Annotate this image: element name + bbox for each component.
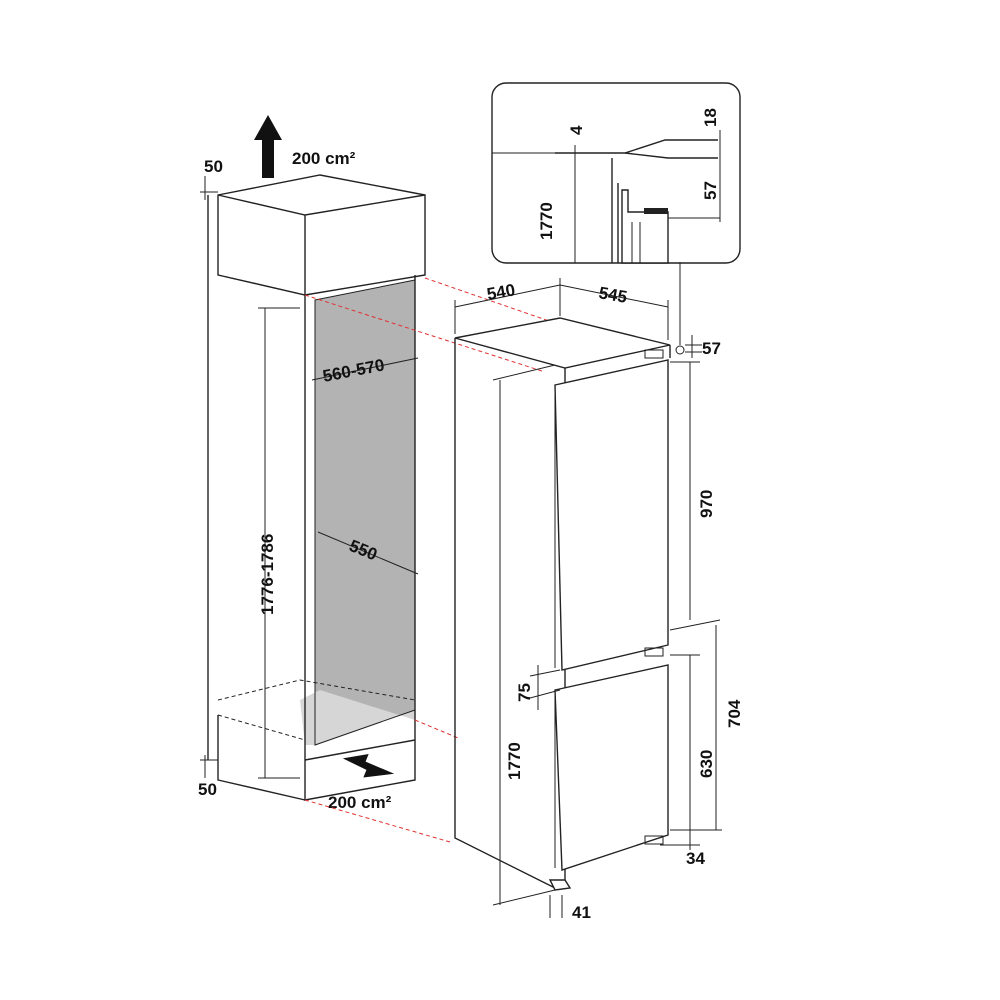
gap-tick-top bbox=[529, 669, 561, 677]
lower-door-label: 630 bbox=[697, 750, 716, 778]
plinth-label: 41 bbox=[572, 903, 591, 922]
cabinet-hidden-2 bbox=[217, 679, 416, 701]
detail-bracket bbox=[621, 189, 669, 264]
bottom-hinge bbox=[644, 835, 664, 845]
cabinet-base-left bbox=[217, 715, 306, 801]
cabinet-drawing: 50 200 cm² 560-570 550 1776-1786 50 200 … bbox=[198, 115, 426, 812]
detail-hinge bbox=[644, 208, 668, 214]
door-gap-label: 75 bbox=[515, 683, 534, 702]
lower-total-label: 704 bbox=[725, 699, 744, 728]
cabinet-hidden-1 bbox=[217, 274, 306, 296]
cabinet-plinth bbox=[304, 739, 416, 761]
width-dimension-line bbox=[454, 284, 561, 308]
appliance-depth-label: 545 bbox=[597, 283, 628, 307]
appliance-left-side bbox=[454, 338, 556, 889]
upper-door bbox=[554, 359, 669, 671]
width-dimension-line bbox=[311, 357, 419, 381]
top-hinge-pin bbox=[675, 345, 685, 355]
detail-top-label: 18 bbox=[701, 108, 720, 127]
appliance-top-plate bbox=[454, 317, 671, 369]
detail-lower-profile bbox=[624, 152, 718, 159]
cabinet-top-box bbox=[217, 174, 426, 296]
top-gap-label: 50 bbox=[204, 157, 223, 176]
bottom-vent-label: 200 cm² bbox=[328, 793, 392, 812]
top-vent-label: 200 cm² bbox=[292, 149, 356, 168]
detail-frame bbox=[491, 82, 741, 264]
cabinet-hidden-3 bbox=[217, 714, 306, 741]
up-arrow-icon bbox=[254, 115, 282, 178]
guide-mid-bottom bbox=[414, 719, 459, 739]
height-tick-top bbox=[492, 364, 556, 381]
cabinet-cavity bbox=[315, 280, 415, 745]
bottom-gap-label: 50 bbox=[198, 780, 217, 799]
cabinet-front-panel bbox=[304, 295, 416, 801]
depth-dimension-line bbox=[317, 531, 419, 575]
detail-height-label: 1770 bbox=[537, 202, 556, 240]
upper-door-tick-bottom bbox=[669, 619, 721, 631]
right-arrow-icon bbox=[342, 753, 395, 778]
appliance-width-label: 540 bbox=[485, 280, 516, 304]
alignment-guides bbox=[304, 277, 553, 843]
gap-tick-bottom bbox=[529, 689, 561, 699]
top-hinge bbox=[644, 349, 664, 359]
cabinet-cavity-floor bbox=[300, 690, 415, 745]
guide-top bbox=[424, 277, 553, 323]
bottom-offset-label: 34 bbox=[686, 849, 705, 868]
detail-gap-label: 4 bbox=[567, 125, 586, 135]
middle-hinge bbox=[644, 647, 664, 657]
lower-door bbox=[554, 664, 669, 871]
detail-top-profile bbox=[555, 139, 718, 154]
upper-door-label: 970 bbox=[697, 490, 716, 518]
depth-dimension-line bbox=[559, 284, 669, 308]
detail-inset: 1770 4 18 57 bbox=[491, 82, 741, 264]
detail-offset-label: 57 bbox=[701, 181, 720, 200]
height-range-label: 1776-1786 bbox=[258, 534, 277, 615]
top-offset-label: 57 bbox=[702, 339, 721, 358]
appliance-plinth bbox=[548, 879, 572, 891]
appliance-height-label: 1770 bbox=[505, 742, 524, 780]
height-tick-bottom bbox=[492, 889, 556, 906]
guide-mid-top bbox=[304, 294, 546, 373]
appliance-drawing: 540 545 57 970 75 704 630 1770 34 41 bbox=[454, 262, 744, 922]
